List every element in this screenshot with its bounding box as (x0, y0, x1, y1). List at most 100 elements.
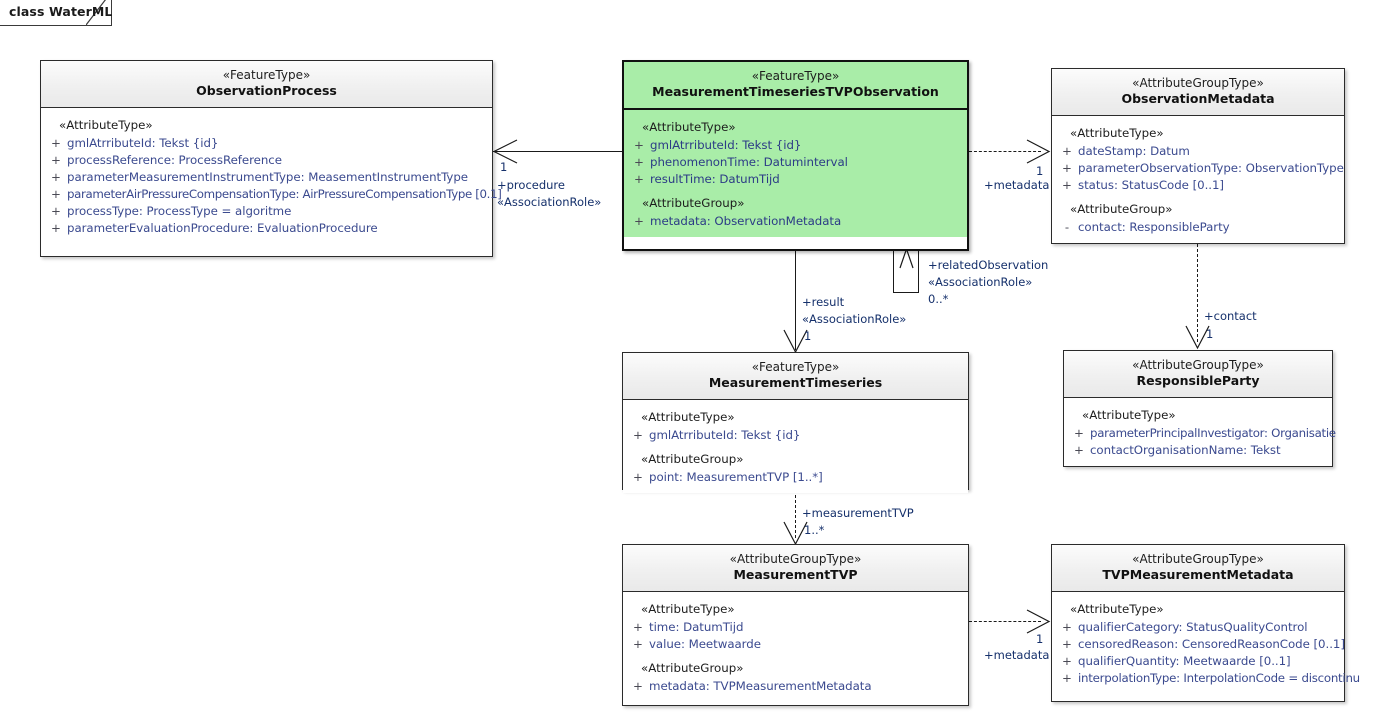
visibility-marker: + (634, 172, 644, 186)
attribute-row: + metadata: TVPMeasurementMetadata (627, 678, 964, 695)
diagram-frame-tab: class WaterML (0, 0, 112, 26)
class-measurement-timeseries[interactable]: «FeatureType» MeasurementTimeseries «Att… (622, 352, 969, 493)
class-tvp-measurement-metadata-stereotype: «AttributeGroupType» (1132, 552, 1264, 566)
attribute-row: + interpolationType: InterpolationCode =… (1056, 670, 1360, 687)
connector-result-role: +result (802, 295, 845, 309)
visibility-marker: + (51, 170, 61, 184)
class-responsible-party-stereotype: «AttributeGroupType» (1132, 358, 1264, 372)
attribute-text: metadata: ObservationMetadata (650, 214, 842, 228)
attribute-text: gmlAtrributeId: Tekst {id} (649, 428, 801, 442)
attribute-text: status: StatusCode [0..1] (1078, 178, 1224, 192)
connector-related-observation-multiplicity: 0..* (928, 292, 949, 306)
attribute-row: + parameterEvaluationProcedure: Evaluati… (45, 220, 488, 237)
attribute-row: + qualifierQuantity: Meetwaarde [0..1] (1056, 653, 1340, 670)
class-measurement-timeseries-tvp-observation-body: «AttributeType» + gmlAtrributeId: Tekst … (624, 110, 967, 237)
connector-related-observation-bottom (893, 292, 919, 293)
connector-observation-metadata-line (969, 151, 1041, 152)
visibility-marker: + (1074, 443, 1084, 457)
attribute-text: interpolationType: InterpolationCode = d… (1078, 671, 1360, 685)
attribute-text: dateStamp: Datum (1078, 144, 1190, 158)
class-observation-process-header: «FeatureType» ObservationProcess (41, 61, 492, 108)
connector-procedure-role: +procedure (497, 178, 565, 192)
attribute-text: contact: ResponsibleParty (1078, 220, 1230, 234)
class-observation-metadata[interactable]: «AttributeGroupType» ObservationMetadata… (1051, 68, 1345, 244)
visibility-marker: + (1062, 144, 1072, 158)
connector-result-multiplicity: 1 (804, 329, 812, 343)
attribute-text: contactOrganisationName: Tekst (1090, 443, 1281, 457)
attribute-text: processType: ProcessType = algoritme (67, 204, 292, 218)
attribute-text: value: Meetwaarde (649, 637, 761, 651)
connector-contact-role: +contact (1204, 309, 1257, 323)
visibility-marker: + (1062, 161, 1072, 175)
connector-result-stereotype: «AssociationRole» (802, 312, 907, 326)
attribute-text: point: MeasurementTVP [1..*] (649, 470, 823, 484)
group-label: «AttributeType» (642, 120, 736, 134)
attribute-row: + qualifierCategory: StatusQualityContro… (1056, 619, 1340, 636)
class-measurement-timeseries-header: «FeatureType» MeasurementTimeseries (623, 353, 968, 400)
attribute-row: + parameterPrincipalInvestigator: Organi… (1068, 425, 1336, 442)
class-observation-metadata-header: «AttributeGroupType» ObservationMetadata (1052, 69, 1344, 116)
attribute-text: gmlAtrributeId: Tekst {id} (650, 138, 802, 152)
connector-procedure-multiplicity: 1 (500, 160, 508, 174)
visibility-marker: + (51, 153, 61, 167)
diagram-title: class WaterML (9, 4, 113, 19)
attribute-text: time: DatumTijd (649, 620, 744, 634)
class-measurement-tvp-header: «AttributeGroupType» MeasurementTVP (623, 545, 968, 592)
visibility-marker: + (1062, 654, 1072, 668)
attribute-row: + processType: ProcessType = algoritme (45, 203, 488, 220)
class-measurement-timeseries-tvp-observation-header: «FeatureType» MeasurementTimeseriesTVPOb… (624, 62, 967, 110)
attribute-text: gmlAtrributeId: Tekst {id} (67, 136, 219, 150)
visibility-marker: + (1062, 671, 1072, 685)
class-measurement-timeseries-tvp-observation-name: MeasurementTimeseriesTVPObservation (652, 84, 939, 99)
attribute-row: + dateStamp: Datum (1056, 143, 1340, 160)
group-label: «AttributeType» (1070, 602, 1164, 616)
group-label: «AttributeGroup» (641, 452, 744, 466)
visibility-marker: + (1062, 637, 1072, 651)
attribute-row: + status: StatusCode [0..1] (1056, 177, 1340, 194)
class-responsible-party-name: ResponsibleParty (1136, 373, 1260, 388)
connector-observation-metadata-multiplicity: 1 (1036, 164, 1044, 178)
connector-related-observation-stereotype: «AssociationRole» (928, 275, 1033, 289)
class-measurement-timeseries-name: MeasurementTimeseries (708, 375, 883, 390)
visibility-marker: + (633, 470, 643, 484)
class-measurement-timeseries-tvp-observation-stereotype: «FeatureType» (751, 69, 840, 83)
connector-contact-arrowhead (1185, 325, 1211, 350)
connector-measurement-tvp-multiplicity: 1..* (804, 523, 825, 537)
class-responsible-party-header: «AttributeGroupType» ResponsibleParty (1064, 351, 1332, 398)
class-responsible-party[interactable]: «AttributeGroupType» ResponsibleParty «A… (1063, 350, 1336, 467)
visibility-marker: + (51, 204, 61, 218)
attribute-text: censoredReason: CensoredReasonCode [0..1… (1078, 637, 1345, 651)
connector-related-observation-role: +relatedObservation (928, 258, 1049, 272)
attribute-text: resultTime: DatumTijd (650, 172, 780, 186)
attribute-text: parameterPrincipalInvestigator: Organisa… (1090, 426, 1336, 440)
visibility-marker: + (633, 637, 643, 651)
class-observation-process[interactable]: «FeatureType» ObservationProcess «Attrib… (40, 60, 502, 257)
class-tvp-measurement-metadata[interactable]: «AttributeGroupType» TVPMeasurementMetad… (1051, 544, 1360, 702)
tab-corner-slash (86, 0, 112, 26)
connector-result-line (795, 250, 796, 350)
connector-contact-line (1197, 244, 1198, 342)
class-measurement-timeseries-tvp-observation[interactable]: «FeatureType» MeasurementTimeseriesTVPOb… (622, 60, 969, 251)
class-measurement-timeseries-body: «AttributeType» + gmlAtrributeId: Tekst … (623, 400, 968, 493)
attribute-row: - contact: ResponsibleParty (1056, 219, 1340, 236)
attribute-text: processReference: ProcessReference (67, 153, 282, 167)
attribute-row: + time: DatumTijd (627, 619, 964, 636)
class-measurement-timeseries-stereotype: «FeatureType» (751, 360, 840, 374)
visibility-marker: + (51, 187, 61, 201)
visibility-marker: + (51, 221, 61, 235)
connector-tvp-metadata-arrowhead (1026, 609, 1051, 634)
visibility-marker: + (633, 428, 643, 442)
connector-related-observation-left (893, 250, 894, 292)
attribute-text: phenomenonTime: Datuminterval (650, 155, 848, 169)
attribute-text: qualifierCategory: StatusQualityControl (1078, 620, 1308, 634)
visibility-marker: + (633, 620, 643, 634)
attribute-row: + processReference: ProcessReference (45, 152, 488, 169)
visibility-marker: + (634, 155, 644, 169)
class-measurement-tvp[interactable]: «AttributeGroupType» MeasurementTVP «Att… (622, 544, 969, 706)
connector-related-observation-right (918, 250, 919, 292)
class-observation-metadata-body: «AttributeType» + dateStamp: Datum + par… (1052, 116, 1344, 243)
visibility-marker: + (634, 138, 644, 152)
class-observation-metadata-name: ObservationMetadata (1121, 91, 1275, 106)
attribute-row: + parameterObservationType: ObservationT… (1056, 160, 1344, 177)
class-tvp-measurement-metadata-body: «AttributeType» + qualifierCategory: Sta… (1052, 592, 1360, 694)
